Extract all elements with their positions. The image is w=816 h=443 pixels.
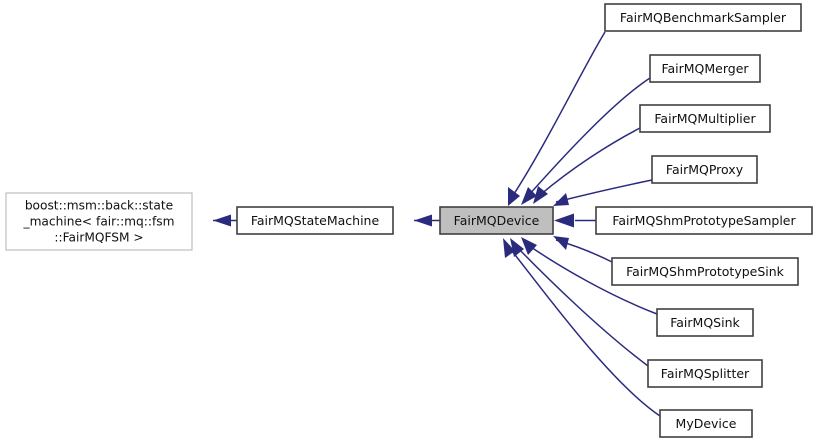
- node-fairmqstatemachine[interactable]: FairMQStateMachine: [236, 206, 394, 235]
- node-box: [649, 54, 761, 83]
- edge-line: [511, 31, 606, 198]
- edge-multiplier-to-device: [533, 127, 641, 204]
- node-box: [604, 3, 802, 32]
- node-box: [659, 409, 753, 438]
- node-box: [611, 257, 799, 286]
- edge-arrowhead: [510, 238, 524, 257]
- node-boost-msm-state-machine[interactable]: boost::msm::back::state _machine< fair::…: [5, 192, 193, 251]
- node-fairmqmerger[interactable]: FairMQMerger: [649, 54, 761, 83]
- node-label: FairMQShmPrototypeSink: [626, 264, 785, 279]
- node-label: FairMQBenchmarkSampler: [620, 10, 787, 25]
- node-label: FairMQShmPrototypeSampler: [612, 213, 796, 228]
- edge-line: [555, 179, 653, 203]
- edge-shmprototypesink-to-device: [553, 236, 613, 263]
- edge-benchmarksampler-to-device: [508, 31, 606, 206]
- edge-arrowhead: [521, 187, 537, 205]
- edge-line: [527, 77, 651, 197]
- edge-arrowhead: [521, 237, 537, 255]
- edge-device-to-statemachine: [414, 214, 440, 227]
- node-box: [439, 206, 554, 235]
- edge-mydevice-to-device: [503, 238, 661, 417]
- edge-line: [539, 127, 641, 196]
- node-fairmqbenchmarksampler[interactable]: FairMQBenchmarkSampler: [604, 3, 802, 32]
- edge-arrowhead: [213, 214, 231, 227]
- edge-proxy-to-device: [553, 179, 653, 206]
- node-box: [639, 104, 771, 133]
- node-mydevice[interactable]: MyDevice: [659, 409, 753, 438]
- node-box: [5, 192, 193, 251]
- edge-line: [527, 244, 658, 315]
- node-label: FairMQMerger: [661, 61, 749, 76]
- node-label: FairMQProxy: [666, 162, 744, 177]
- node-label: FairMQStateMachine: [251, 213, 380, 228]
- edge-arrowhead: [553, 236, 569, 250]
- node-fairmqshmprototypesampler[interactable]: FairMQShmPrototypeSampler: [595, 206, 813, 235]
- edge-arrowhead: [533, 186, 548, 204]
- node-fairmqsplitter[interactable]: FairMQSplitter: [647, 359, 763, 388]
- node-label: FairMQDevice: [454, 213, 540, 228]
- edge-arrowhead: [553, 193, 569, 206]
- node-box: [236, 206, 394, 235]
- edge-line: [515, 245, 649, 367]
- edge-group: [213, 31, 661, 417]
- node-fairmqmultiplier[interactable]: FairMQMultiplier: [639, 104, 771, 133]
- node-fairmqsink[interactable]: FairMQSink: [656, 308, 754, 337]
- node-box: [595, 206, 813, 235]
- edge-statemachine-to-basetemplate: [213, 214, 237, 227]
- edge-line: [507, 245, 661, 417]
- node-label: MyDevice: [676, 416, 737, 431]
- node-label-line-1: boost::msm::back::state: [25, 199, 173, 213]
- edge-arrowhead: [554, 213, 574, 228]
- node-label: FairMQSink: [670, 315, 740, 330]
- node-label: FairMQMultiplier: [654, 111, 756, 126]
- node-label-line-3: ::FairMQFSM >: [54, 231, 143, 245]
- edge-arrowhead: [414, 214, 432, 227]
- node-label-line-2: _machine< fair::mq::fsm: [22, 215, 174, 229]
- node-fairmqdevice[interactable]: FairMQDevice: [439, 206, 554, 235]
- node-box: [651, 155, 758, 184]
- edge-arrowhead: [508, 187, 520, 206]
- edge-shmprototypesampler-to-device: [554, 213, 596, 228]
- node-fairmqshmprototypesink[interactable]: FairMQShmPrototypeSink: [611, 257, 799, 286]
- edge-merger-to-device: [521, 77, 651, 205]
- node-box: [647, 359, 763, 388]
- edge-sink-to-device: [521, 237, 658, 315]
- node-box: [656, 308, 754, 337]
- node-fairmqproxy[interactable]: FairMQProxy: [651, 155, 758, 184]
- edge-arrowhead: [503, 238, 515, 258]
- node-label: FairMQSplitter: [661, 366, 750, 381]
